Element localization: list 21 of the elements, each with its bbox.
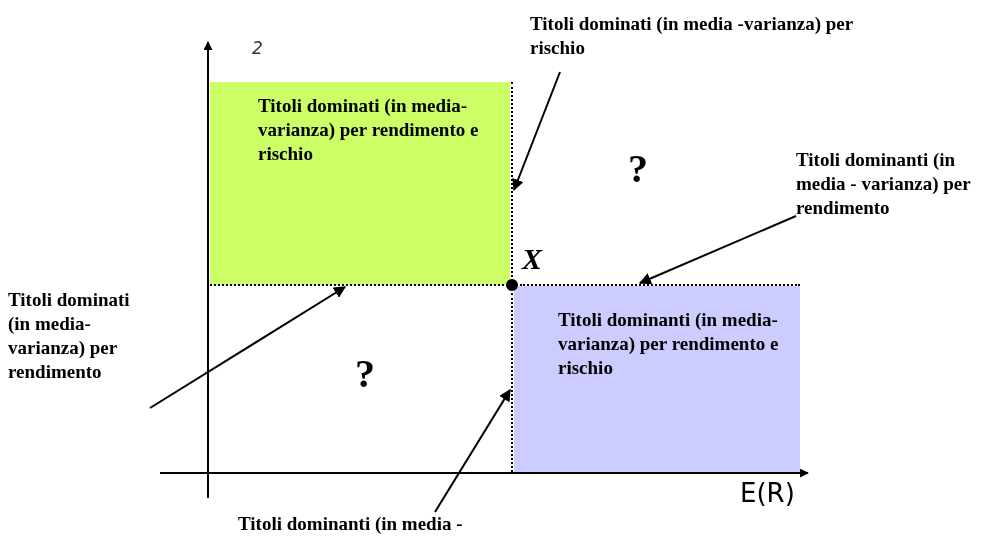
- question-mark: ?: [355, 350, 375, 397]
- leader-arrow: [434, 389, 511, 513]
- region-label: Titoli dominanti (in media-varianza) per rendimento e rischio: [558, 308, 780, 380]
- leader-arrow: [512, 71, 561, 192]
- region-box: [210, 82, 510, 285]
- dashed-boundary-line: [210, 284, 504, 286]
- axis-label: E(R): [740, 478, 795, 508]
- callout-text: Titoli dominati (in media- varianza) per rendimento: [8, 288, 131, 384]
- axis-label: 2: [252, 38, 263, 58]
- callout-text: Titoli dominanti (in media - varianza) per rendimento: [796, 148, 972, 220]
- region-box: [514, 286, 800, 472]
- dashed-boundary-line: [520, 284, 800, 286]
- callout-text: Titoli dominati (in media -varianza) per rischio: [530, 12, 854, 60]
- dashed-boundary-line: [511, 82, 513, 277]
- question-mark: ?: [628, 145, 648, 192]
- leader-arrow: [638, 215, 797, 285]
- region-label: Titoli dominati (in media-varianza) per rendimento e rischio: [258, 94, 480, 166]
- dashed-boundary-line: [511, 293, 513, 472]
- callout-text: Titoli dominanti (in media -: [238, 512, 464, 536]
- leader-arrow: [149, 286, 346, 409]
- point-label: X: [522, 242, 542, 276]
